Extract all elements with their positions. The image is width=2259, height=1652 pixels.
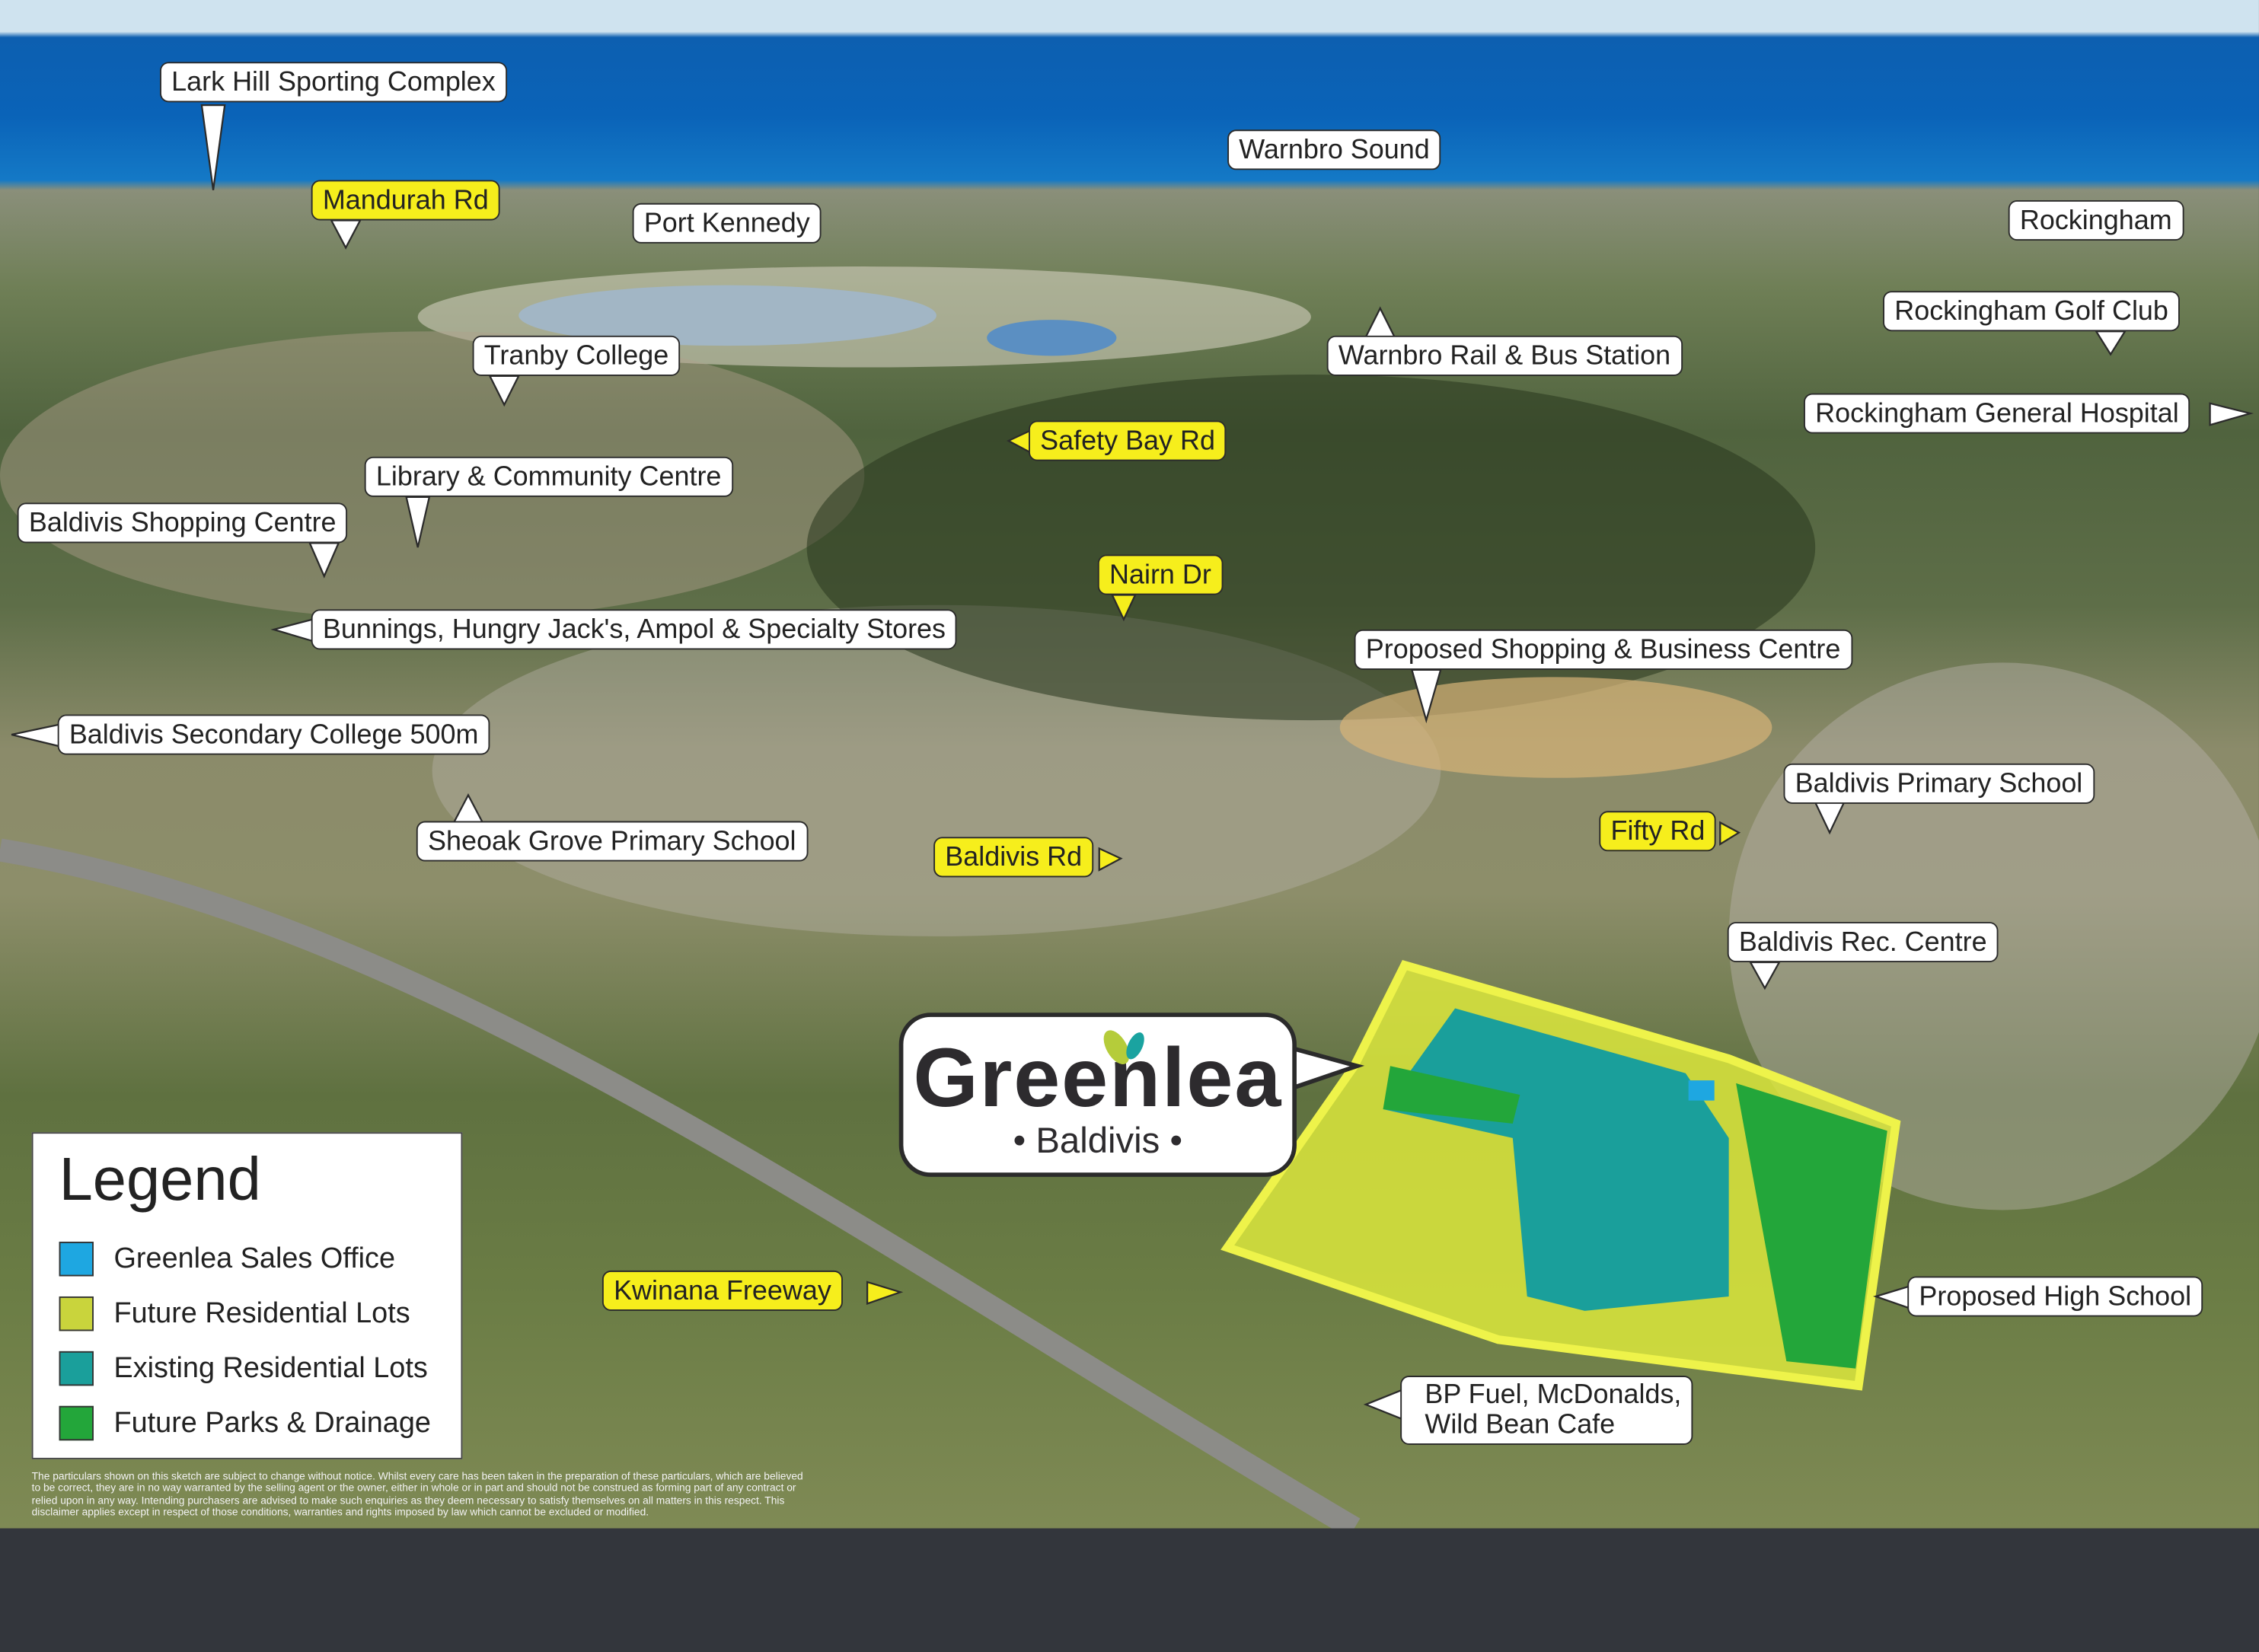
label-secondary-college: Baldivis Secondary College 500m (57, 714, 490, 755)
sales-office (1688, 1080, 1715, 1101)
logo-name: Greenlea (913, 1031, 1283, 1125)
legend-label: Future Parks & Drainage (113, 1406, 431, 1439)
label-kwinana: Kwinana Freeway (601, 1270, 843, 1311)
kwinana-freeway-road (0, 838, 1361, 1529)
label-rockingham-golf: Rockingham Golf Club (1883, 291, 2181, 332)
disclaimer: The particulars shown on this sketch are… (31, 1469, 803, 1519)
label-tranby: Tranby College (472, 335, 681, 376)
label-safety-bay-rd: Safety Bay Rd (1029, 420, 1227, 461)
leaf-icon (1103, 1030, 1144, 1064)
label-bp-line1: BP Fuel, McDonalds, (1425, 1379, 1682, 1411)
legend-label: Future Residential Lots (113, 1296, 410, 1329)
legend-label: Existing Residential Lots (113, 1351, 428, 1384)
label-rec-centre: Baldivis Rec. Centre (1727, 922, 1999, 962)
future-parks-area (1736, 1083, 1887, 1369)
label-warnbro-station: Warnbro Rail & Bus Station (1326, 335, 1683, 376)
label-bunnings: Bunnings, Hungry Jack's, Ampol & Special… (311, 609, 958, 650)
legend-swatch (59, 1296, 94, 1331)
legend-item-parks: Future Parks & Drainage (59, 1396, 436, 1451)
legend: Legend Greenlea Sales Office Future Resi… (31, 1132, 463, 1459)
label-port-kennedy: Port Kennedy (632, 203, 822, 244)
label-library: Library & Community Centre (364, 456, 733, 497)
sand-site (1339, 677, 1772, 778)
label-high-school: Proposed High School (1907, 1276, 2203, 1317)
label-rockingham-hospital: Rockingham General Hospital (1804, 393, 2190, 434)
legend-label: Greenlea Sales Office (113, 1242, 396, 1274)
legend-item-sales-office: Greenlea Sales Office (59, 1232, 436, 1287)
label-bp-line2: Wild Bean Cafe (1425, 1410, 1616, 1441)
legend-swatch (59, 1405, 94, 1441)
legend-swatch (59, 1242, 94, 1277)
label-rockingham: Rockingham (2008, 200, 2184, 241)
lake-small (987, 320, 1117, 356)
legend-title: Legend (59, 1145, 261, 1213)
label-baldivis-shopping: Baldivis Shopping Centre (17, 502, 348, 544)
legend-swatch (59, 1351, 94, 1386)
label-sheoak: Sheoak Grove Primary School (416, 821, 808, 862)
label-proposed-shopping: Proposed Shopping & Business Centre (1354, 629, 1852, 670)
label-fifty-rd: Fifty Rd (1599, 811, 1717, 852)
label-bp-fuel: BP Fuel, McDonalds, Wild Bean Cafe (1400, 1376, 1693, 1445)
footer-bar (0, 1528, 2259, 1652)
label-mandurah-rd: Mandurah Rd (311, 180, 500, 221)
logo-suburb: • Baldivis • (1013, 1121, 1183, 1162)
park-pocket (1383, 1066, 1520, 1124)
label-lark-hill: Lark Hill Sporting Complex (160, 62, 507, 103)
legend-item-existing-residential: Existing Residential Lots (59, 1341, 436, 1396)
site-plan (0, 838, 1901, 1529)
label-nairn-dr: Nairn Dr (1097, 554, 1223, 595)
greenlea-logo: Greenlea • Baldivis • (898, 1013, 1297, 1177)
label-baldivis-rd: Baldivis Rd (933, 837, 1094, 878)
label-primary-school: Baldivis Primary School (1783, 763, 2095, 804)
label-warnbro-sound: Warnbro Sound (1227, 129, 1441, 171)
legend-item-future-residential: Future Residential Lots (59, 1287, 436, 1341)
